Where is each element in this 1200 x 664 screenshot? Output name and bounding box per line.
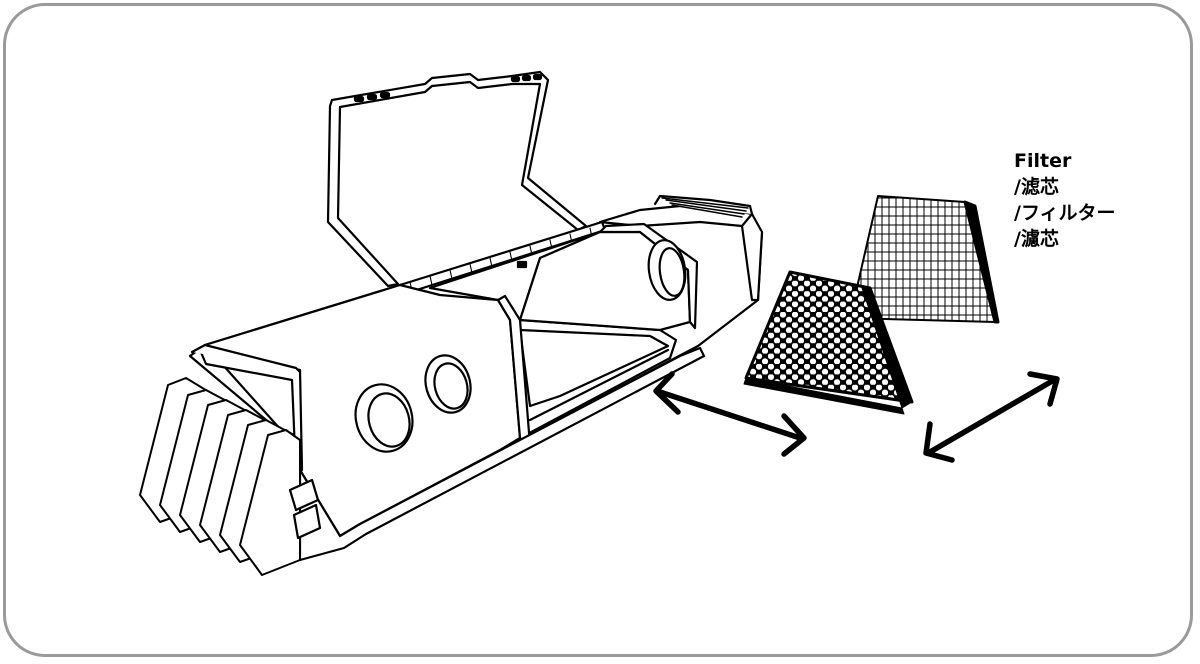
front-fins	[139, 377, 301, 576]
double-arrow-icon	[653, 371, 807, 457]
mesh-filter	[849, 195, 1000, 324]
rounded-frame	[3, 3, 1193, 657]
filter-label-en: Filter	[1014, 150, 1072, 172]
open-lid	[326, 70, 588, 288]
filter-label-zh-cn: /滤芯	[1014, 176, 1059, 198]
filter-label-zh-tw: /濾芯	[1014, 228, 1059, 250]
honeycomb-prefilter	[743, 270, 914, 415]
double-arrow-icon	[923, 371, 1060, 463]
filter-label-ja: /フィルター	[1014, 202, 1116, 224]
filter-label: Filter /滤芯 /フィルター /濾芯	[1014, 148, 1116, 252]
filter-housing	[139, 70, 764, 576]
